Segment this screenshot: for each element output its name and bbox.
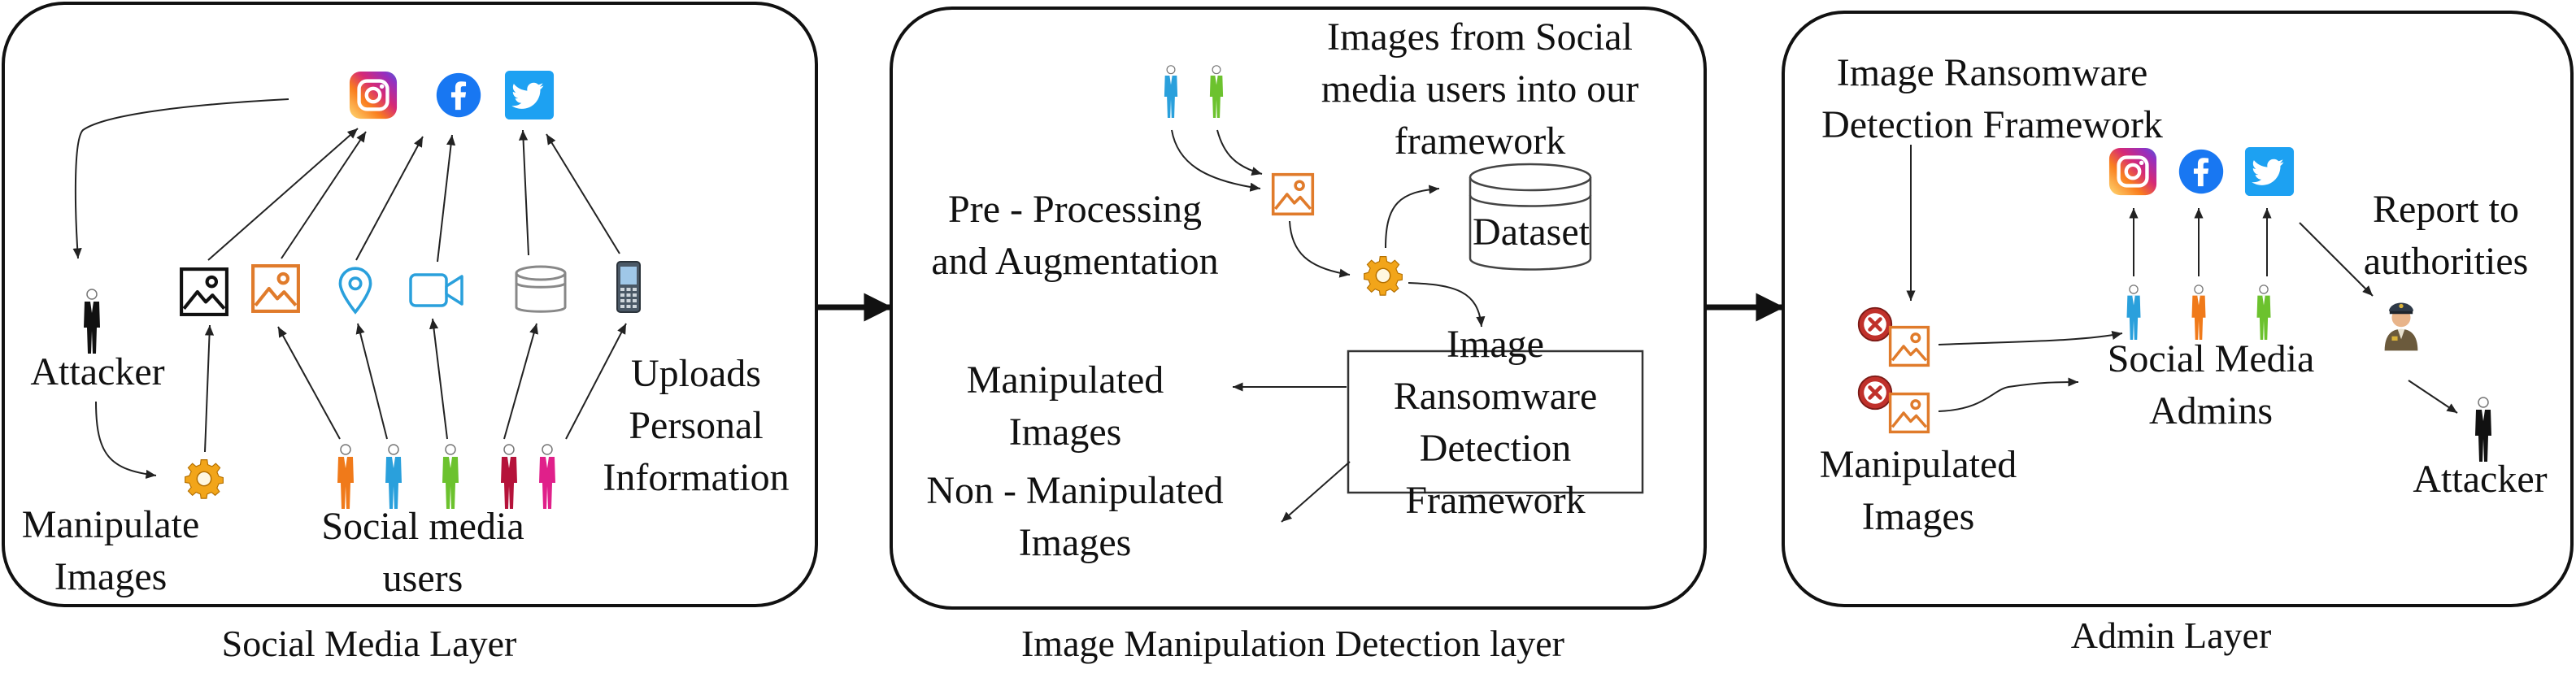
- uploads-label-line-3: Information: [603, 456, 790, 499]
- arrow-attacker-to-gear: [95, 401, 157, 480]
- error-x-icon-2: [1859, 376, 1891, 409]
- manipulated-line-1: Manipulated: [966, 358, 1164, 402]
- framework-line-1: Image: [1447, 323, 1544, 366]
- images-from-line-3: framework: [1394, 119, 1566, 163]
- upload-arrows: [207, 128, 620, 263]
- arrow-police-to-attacker: [2408, 380, 2458, 414]
- report-to-authorities-label: Report to authorities: [2340, 184, 2552, 288]
- non-manipulated-images-label: Non - Manipulated Images: [904, 465, 1246, 569]
- preprocess-line-1: Pre - Processing: [948, 188, 1202, 231]
- image-icon-orange: [253, 266, 298, 311]
- manipulate-label-line-1: Manipulate: [21, 503, 200, 546]
- framework-line-3: Detection: [1419, 427, 1572, 470]
- social-media-layer-caption: Social Media Layer: [221, 623, 517, 664]
- admins-line-1: Social Media: [2107, 337, 2315, 380]
- twitter-icon: [504, 70, 555, 120]
- dataset-label: Dataset: [1473, 211, 1590, 254]
- users-label-line-1: Social media: [321, 505, 524, 548]
- image-icon-admin-1: [1888, 325, 1930, 367]
- manipulate-label-line-2: Images: [54, 555, 168, 598]
- instagram-icon-admin: [2109, 148, 2156, 195]
- database-icon: [515, 265, 567, 313]
- arrow-gear-to-framework: [1408, 282, 1486, 328]
- twitter-icon-admin: [2244, 146, 2295, 197]
- user-to-icon-arrows: [277, 318, 627, 440]
- arrow-user1-to-image: [1171, 129, 1261, 192]
- preprocess-line-2: and Augmentation: [931, 240, 1219, 283]
- image-icon-black: [181, 269, 227, 315]
- social-platform-icons: [350, 70, 555, 120]
- facebook-icon: [436, 72, 481, 118]
- framework-line-2: Ransomware: [1393, 375, 1598, 418]
- framework-line-4: Framework: [1405, 479, 1586, 522]
- non-manipulated-line-2: Images: [1018, 521, 1132, 564]
- arrow-gear-to-dataset: [1385, 185, 1440, 249]
- admin-framework-label: Image Ransomware Detection Framework: [1781, 47, 2204, 151]
- manipulated-images-label: Manipulated Images: [927, 354, 1203, 458]
- detection-framework-label: Image Ransomware Detection Framework: [1348, 319, 1643, 527]
- admin-manipulated-line-2: Images: [1861, 495, 1975, 538]
- instagram-icon: [350, 72, 397, 119]
- facebook-icon-admin: [2178, 149, 2224, 194]
- arrow-user2-to-image: [1216, 129, 1263, 176]
- detection-framework-box: [1347, 350, 1644, 494]
- preprocessing-label: Pre - Processing and Augmentation: [904, 184, 1246, 288]
- admin-framework-line-2: Detection Framework: [1821, 103, 2163, 146]
- uploads-label-line-1: Uploads: [631, 352, 761, 395]
- arrow-gear-to-image: [204, 324, 215, 453]
- arrow-image1-to-admins: [1938, 330, 2123, 345]
- images-from-line-2: media users into our: [1321, 67, 1639, 111]
- arrow-image-to-gear: [1289, 220, 1351, 278]
- arrow-image2-to-admins: [1938, 377, 2079, 412]
- gear-icon-detect: [1363, 255, 1403, 296]
- social-media-users-label: Social media users: [293, 501, 553, 605]
- arrow-platforms-to-attacker: [72, 98, 289, 259]
- admin-framework-line-1: Image Ransomware: [1836, 51, 2148, 94]
- images-from-line-1: Images from Social: [1327, 15, 1633, 59]
- attacker-label: Attacker: [30, 350, 165, 393]
- uploads-personal-information-label: Uploads Personal Information: [582, 348, 810, 504]
- image-icon-detect: [1271, 172, 1315, 216]
- users-label-line-2: users: [382, 557, 463, 600]
- non-manipulated-line-1: Non - Manipulated: [926, 469, 1224, 512]
- admin-manipulated-images-label: Manipulated Images: [1800, 439, 2036, 543]
- admins-line-2: Admins: [2148, 389, 2273, 432]
- manipulate-images-label: Manipulate Images: [13, 499, 208, 603]
- arrow-framework-to-non-manipulated: [1281, 461, 1351, 523]
- dataset-database-icon: [1469, 163, 1592, 271]
- social-media-admins-label: Social Media Admins: [2085, 333, 2337, 437]
- admin-manipulated-line-1: Manipulated: [1819, 443, 2017, 486]
- images-from-social-label: Images from Social media users into our …: [1268, 11, 1691, 167]
- error-x-icon-1: [1859, 308, 1891, 341]
- admin-attacker-label: Attacker: [2413, 458, 2548, 501]
- image-icon-admin-2: [1888, 392, 1930, 434]
- report-line-2: authorities: [2363, 240, 2529, 283]
- manipulated-line-2: Images: [1008, 411, 1122, 454]
- detection-layer-caption: Image Manipulation Detection layer: [1020, 623, 1565, 664]
- uploads-label-line-2: Personal: [629, 404, 764, 447]
- arrow-admins-to-police: [2299, 222, 2374, 297]
- gear-icon: [184, 458, 224, 499]
- admin-layer-caption: Admin Layer: [2070, 615, 2272, 656]
- report-line-1: Report to: [2373, 188, 2519, 231]
- mobile-phone-icon: [616, 261, 641, 313]
